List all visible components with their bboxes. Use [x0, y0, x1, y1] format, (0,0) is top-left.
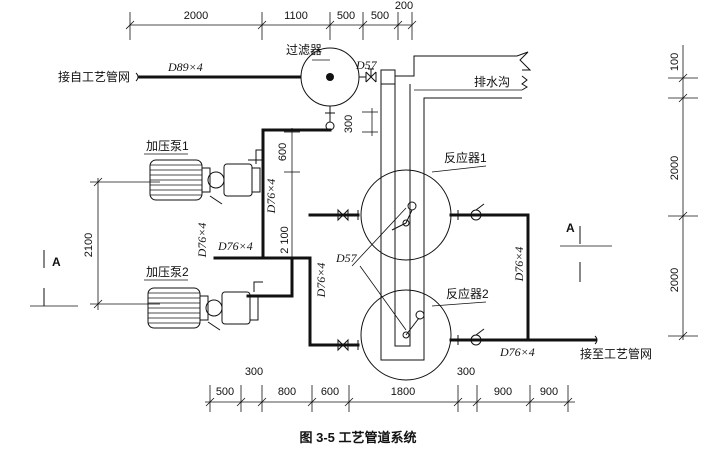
dim-top-4: 500 [371, 10, 389, 22]
dim-bottom-4: 1800 [391, 386, 415, 398]
pump-1: 加压泵1 [144, 139, 261, 205]
dim-bottom-300-left: 300 [245, 366, 263, 378]
inlet-line: 接自工艺管网 D89×4 [58, 60, 302, 84]
left-dimension: 2100 [83, 177, 160, 310]
dim-right-3: 2000 [669, 268, 681, 292]
dim-bottom-1: 500 [216, 386, 234, 398]
reactor1-inlet-valve [337, 208, 359, 222]
section-marker-right: A [560, 221, 612, 282]
right-dimension-chain: 100 2000 2000 [668, 45, 698, 341]
label-to-network: 接至工艺管网 [580, 346, 652, 361]
reactor2-inlet-valve [337, 338, 359, 352]
drain-channel: 排水沟 [380, 51, 532, 361]
pipe-label-d76-v1: D76×4 [195, 223, 209, 259]
label-drain: 排水沟 [474, 75, 510, 89]
dim-top-5: 200 [395, 0, 413, 12]
dim-600: 600 [277, 143, 289, 161]
dim-top-3: 500 [337, 10, 355, 22]
d76-labels: D76×4 D76×4 D76×4 D76×4 [195, 179, 328, 299]
pipe-label-d89: D89×4 [167, 60, 203, 74]
dim-bottom-2: 800 [278, 386, 296, 398]
pipe-label-d76-h: D76×4 [217, 239, 253, 253]
dim-300: 300 [343, 115, 355, 133]
section-a-left: A [52, 255, 61, 269]
label-reactor1: 反应器1 [444, 150, 487, 165]
pipe-label-d57-mid: D57 [335, 251, 358, 265]
pipe-label-d76-v2: D76×4 [264, 179, 278, 215]
dim-right-1: 100 [669, 53, 681, 71]
filter-drain-connection: D57 [355, 58, 396, 85]
bottom-dimension-chain: 300 500 800 600 1800 300 900 900 [205, 366, 575, 412]
dim-bottom-300-mid: 300 [457, 366, 475, 378]
dim-bottom-5: 900 [494, 386, 512, 398]
reactor-2: 反应器2 [360, 286, 489, 381]
section-a-right: A [566, 221, 575, 235]
dim-right-2: 2000 [669, 156, 681, 180]
d57-leaders: D57 [335, 207, 407, 331]
label-reactor2: 反应器2 [446, 286, 489, 301]
dim-bottom-6: 900 [540, 386, 558, 398]
pipe-label-d57-top: D57 [355, 58, 378, 72]
outlet-piping: 接至工艺管网 D76×4 D76×4 [449, 203, 652, 361]
dim-2100-mid: 2 100 [279, 226, 291, 254]
pipe-label-d76-right: D76×4 [512, 247, 526, 283]
dim-left-2100: 2100 [83, 233, 95, 257]
label-from-network: 接自工艺管网 [58, 69, 130, 84]
filter: 过滤器 [286, 43, 360, 131]
top-dimension-chain: 2000 1100 500 500 200 [125, 0, 417, 40]
label-pump2: 加压泵2 [146, 265, 189, 279]
label-filter: 过滤器 [286, 43, 322, 57]
dim-top-1: 2000 [184, 10, 208, 22]
pipe-label-d76-bottom: D76×4 [499, 345, 535, 359]
dim-top-2: 1100 [284, 10, 308, 22]
dim-300-drain: 300 [343, 108, 378, 136]
dim-600-2100: 600 2 100 [277, 128, 300, 296]
pump-connections [253, 149, 265, 292]
pipe-label-d76-v3: D76×4 [314, 263, 328, 299]
dim-bottom-3: 600 [321, 386, 339, 398]
label-pump1: 加压泵1 [146, 139, 189, 153]
section-marker-left: A [30, 250, 78, 307]
pump-2: 加压泵2 [144, 265, 259, 331]
figure-caption: 图 3-5 工艺管道系统 [299, 430, 416, 445]
